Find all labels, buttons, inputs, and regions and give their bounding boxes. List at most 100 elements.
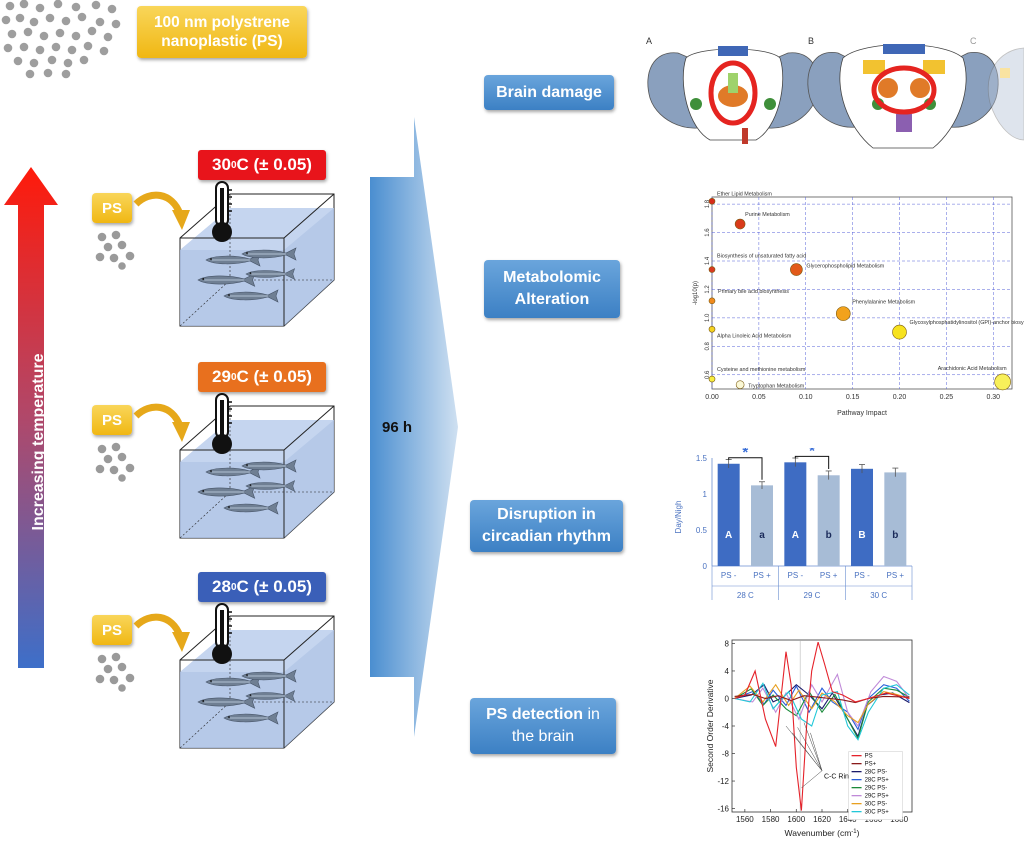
meta-point-label: Tryptophan Metabolism [748,384,805,390]
circ-y-tick: 1 [703,490,708,499]
circ-bar-letter: b [892,530,898,541]
outcome-metabolomic-label: Metabolomic Alteration [503,269,601,308]
circ-bar-letter: A [792,530,799,541]
meta-x-tick: 0.20 [893,394,907,401]
spec-x-label: Wavenumber (cm-1) [785,828,860,838]
spec-legend-entry: 29C PS+ [865,794,890,800]
outcome-circadian-label: Disruption in circadian rhythm [482,506,611,545]
spec-y-label: Second Order Derivative [705,679,715,772]
brain-panel-label-b: B [808,36,814,46]
spec-x-tick: 1640 [839,815,857,824]
meta-y-label: -log10(p) [693,281,699,305]
meta-y-tick: 0.6 [705,370,711,379]
circ-x-tick: PS - [788,571,804,580]
brain-sections-panel: A B C [646,36,1024,149]
meta-point-label: Ether Lipid Metabolism [717,191,772,197]
temperature-arrow [4,167,58,668]
circ-bar [784,462,807,566]
circ-bar [817,475,840,566]
meta-point-label: Purine Metabolism [745,212,790,218]
thermometer-icon [212,603,232,664]
circ-bar [884,472,907,566]
transfer-arrow [133,613,190,652]
meta-x-label: Pathway Impact [837,410,887,417]
duration-label: 96 h [381,419,412,436]
ps-title-text: 100 nm polystrene nanoplastic (PS) [153,13,291,50]
circ-group-label: 29 C [804,591,821,600]
meta-x-tick: 0.15 [846,394,860,401]
spec-x-tick: 1600 [787,815,805,824]
meta-y-tick: 0.8 [705,342,711,351]
meta-point-label: Alpha Linoleic Acid Metabolism [717,333,792,339]
meta-x-tick: 0.05 [752,394,766,401]
spec-legend-entry: PS [865,754,873,760]
circ-x-tick: PS + [820,571,838,580]
zebrafish-tank [179,615,335,749]
spec-y-tick: 0 [725,694,730,703]
circ-y-tick: 1.5 [696,454,708,463]
outcome-brain-damage: Brain damage [484,75,614,110]
ps-badge: PS [92,405,132,435]
meta-x-tick: 0.00 [705,394,719,401]
brain-panel-label-a: A [646,36,652,46]
brain-section-a [647,46,819,144]
circ-bar [717,463,740,566]
brain-section-c [987,47,1024,141]
spec-x-tick: 1560 [736,815,754,824]
ps-title-badge: 100 nm polystrene nanoplastic (PS) [137,6,307,58]
circ-bar-letter: a [759,530,765,541]
circ-x-tick: PS + [753,571,771,580]
circ-group-label: 28 C [737,591,754,600]
meta-point [735,380,745,390]
meta-point [734,218,746,230]
circ-bar [851,468,873,566]
temperature-unit: C (± 0.05) [236,155,312,174]
meta-point-label: Biosynthesis of unsaturated fatty acid [717,254,806,260]
meta-x-tick: 0.30 [986,394,1000,401]
spec-y-tick: -12 [717,777,729,786]
spec-annotation: C-C Ring [824,774,853,781]
outcome-circadian: Disruption in circadian rhythm [470,500,623,552]
meta-point-label: Cysteine and methionine metabolism [717,367,806,373]
circ-y-tick: 0 [703,562,708,571]
meta-point [790,263,803,276]
meta-y-tick: 1.2 [705,285,711,294]
spec-legend-entry: PS+ [865,762,877,768]
spec-series [734,684,910,731]
meta-point [892,324,907,340]
temperature-unit: C (± 0.05) [236,577,312,596]
temperature-axis-label: Increasing temperature [30,353,47,531]
circ-bar [751,485,773,566]
temperature-value: 30 [212,155,231,174]
meta-point-label: Phenylalanine Metabolism [852,300,915,306]
spec-y-tick: 8 [725,639,730,648]
ps-badge-label: PS [101,411,122,429]
temperature-value: 28 [212,577,231,596]
meta-point [708,375,716,383]
meta-point [994,373,1011,391]
circ-x-tick: PS - [854,571,870,580]
transfer-arrow [133,403,190,442]
thermometer-icon [212,181,232,242]
circ-significance-star: * [742,448,748,461]
spec-legend-entry: 30C PS- [865,802,888,808]
outcome-ps-detection: PS detection in the brain [470,698,616,754]
meta-point [708,297,716,305]
nanoparticle-dots [95,442,135,482]
spec-series [734,641,910,811]
circ-significance-star: * [809,448,815,459]
nanoparticle-dots [95,230,135,270]
meta-point-label: Arachidonic Acid Metabolism [938,366,1007,372]
temperature-degree: 0 [230,581,237,593]
spec-y-tick: -8 [722,750,730,759]
spec-x-tick: 1620 [813,815,831,824]
circ-y-label: Day/Nigh [674,501,683,534]
circ-group-label: 30 C [870,591,887,600]
spec-y-tick: -4 [722,722,730,731]
meta-point-label: Glycosylphosphatidylinositol (GPI)-ancho… [910,320,1024,326]
meta-point-label: Primary bile acid biosynthesis [718,289,789,295]
meta-point-label: Glycerophospholipid Metabolism [806,264,884,270]
